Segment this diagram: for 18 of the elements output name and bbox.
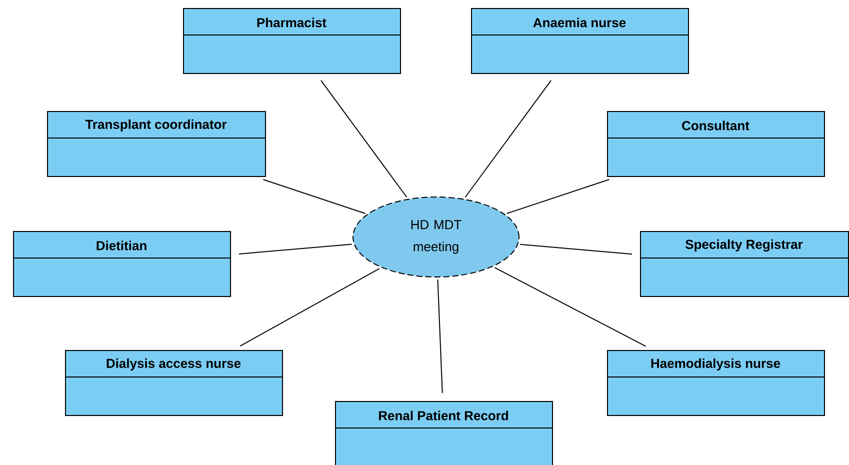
class-box: Specialty Registrar: [640, 231, 849, 297]
class-box: Renal Patient Record: [334, 401, 553, 465]
connector-line: [464, 80, 552, 198]
connector-line: [262, 179, 366, 214]
class-box: Anaemia nurse: [470, 8, 689, 74]
class-box: Dialysis access nurse: [64, 350, 283, 416]
class-box: Consultant: [606, 111, 825, 177]
connector-line: [437, 278, 443, 394]
connector-line: [494, 267, 646, 347]
class-box: Dietitian: [12, 231, 231, 297]
class-box: Transplant coordinator: [46, 111, 266, 177]
class-box: Haemodialysis nurse: [606, 350, 825, 416]
connector-line: [240, 268, 380, 347]
connector-line: [520, 244, 633, 255]
connector-line: [238, 244, 352, 254]
class-box: Pharmacist: [182, 8, 401, 74]
connector-line: [320, 80, 408, 198]
connector-line: [506, 179, 610, 214]
